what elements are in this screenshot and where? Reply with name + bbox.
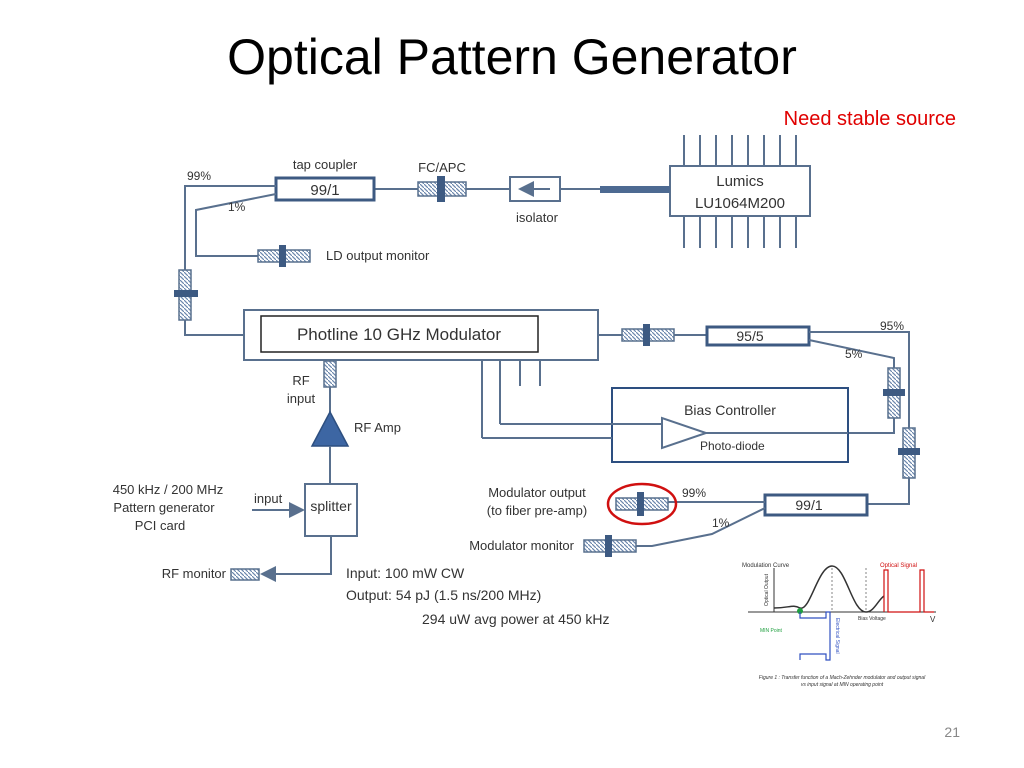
modulation-inset: Modulation Curve Optical Signal Optical … <box>742 563 936 688</box>
specs-input: Input: 100 mW CW <box>346 565 465 581</box>
inset-min-point: MIN Point <box>760 628 783 634</box>
vertical-connector-2 <box>883 367 905 419</box>
laser-source: Lumics LU1064M200 <box>600 135 811 248</box>
inset-electrical-signal: Electrical Signal <box>834 618 840 654</box>
rf-amplifier: RF Amp <box>310 410 401 447</box>
stable-source-note: Need stable source <box>783 108 956 130</box>
pattern-gen-label-2: Pattern generator <box>113 500 215 515</box>
c3-99-label: 99% <box>682 486 706 500</box>
coupler-95-5: 95/5 <box>705 325 811 347</box>
splitter-label: splitter <box>310 498 352 514</box>
specs-avg-power: 294 uW avg power at 450 kHz <box>422 611 610 627</box>
ld-output-monitor: LD output monitor <box>257 245 430 267</box>
vertical-connector-3 <box>898 427 920 479</box>
fc-apc-connector: FC/APC <box>417 160 467 202</box>
inset-caption-1: Figure 1 : Transfer function of a Mach-Z… <box>759 675 926 681</box>
inset-modulation-curve: Modulation Curve <box>742 563 790 569</box>
photodiode-amp-icon <box>661 416 710 450</box>
coupler-99-1-output: 99/1 <box>763 493 869 517</box>
mod-monitor-label: Modulator monitor <box>469 538 574 553</box>
pattern-gen-label-1: 450 kHz / 200 MHz <box>113 482 224 497</box>
tap-coupler: 99/1 tap coupler <box>274 157 376 202</box>
rf-input-label-1: RF <box>292 373 309 388</box>
laser-label-2: LU1064M200 <box>695 195 785 212</box>
bias-controller-label: Bias Controller <box>684 402 776 418</box>
modulator-output-port: Modulator output (to fiber pre-amp) <box>487 482 678 526</box>
inset-bias-voltage: Bias Voltage <box>858 616 886 622</box>
isolator-label: isolator <box>516 210 559 225</box>
inset-v-label: V <box>930 615 936 624</box>
c3-1-label: 1% <box>712 516 730 530</box>
rf-input-connector: RF input <box>287 360 337 406</box>
c2-5-label: 5% <box>845 347 863 361</box>
laser-label-1: Lumics <box>716 173 764 190</box>
rf-input-label-2: input <box>287 391 316 406</box>
tap-coupler-label: tap coupler <box>293 157 358 172</box>
slide-title: Optical Pattern Generator <box>227 29 797 85</box>
mod-output-label-2: (to fiber pre-amp) <box>487 503 587 518</box>
tap-99-label: 99% <box>187 169 211 183</box>
inset-caption-2: vs input signal at MIN operating point <box>801 682 884 688</box>
inset-optical-signal: Optical Signal <box>880 563 917 569</box>
page-number: 21 <box>944 724 960 740</box>
splitter: splitter <box>304 483 358 537</box>
modulator-monitor: Modulator monitor <box>469 535 637 557</box>
fc-apc-label: FC/APC <box>418 160 466 175</box>
input-label: input <box>254 491 283 506</box>
photodiode-label: Photo-diode <box>700 439 765 453</box>
rf-amp-label: RF Amp <box>354 420 401 435</box>
ld-monitor-label: LD output monitor <box>326 248 430 263</box>
tap-1-label: 1% <box>228 200 246 214</box>
rf-monitor: RF monitor <box>162 566 260 581</box>
inset-optical-output: Optical Output <box>764 573 770 606</box>
specs-output: Output: 54 pJ (1.5 ns/200 MHz) <box>346 587 541 603</box>
highlight-circle <box>606 482 678 526</box>
pattern-gen-label-3: PCI card <box>135 518 186 533</box>
modulator-output-connector <box>621 324 675 346</box>
coupler2-ratio: 95/5 <box>736 328 763 344</box>
tap-coupler-ratio: 99/1 <box>310 182 339 199</box>
rf-monitor-label: RF monitor <box>162 566 227 581</box>
mod-output-label-1: Modulator output <box>488 485 586 500</box>
vertical-connector-1 <box>174 269 198 321</box>
isolator: isolator <box>509 176 561 225</box>
c2-95-label: 95% <box>880 319 904 333</box>
coupler3-ratio: 99/1 <box>795 497 822 513</box>
modulator-label: Photline 10 GHz Modulator <box>297 325 501 344</box>
